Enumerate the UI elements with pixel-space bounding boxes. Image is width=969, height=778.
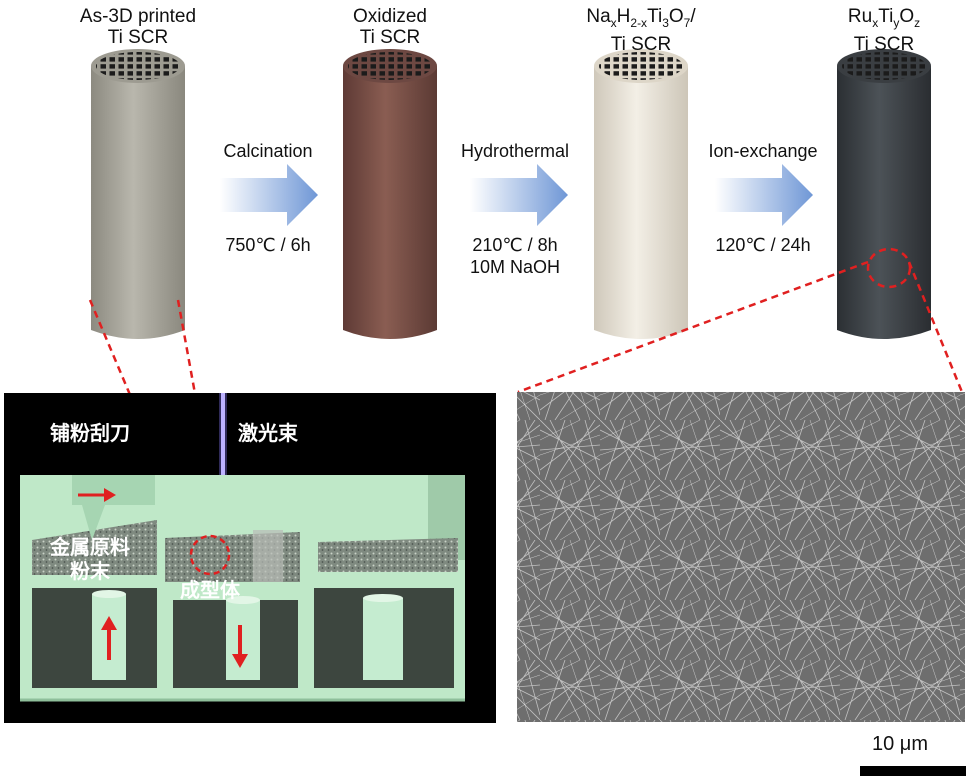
laser-beam <box>221 393 225 533</box>
arrow-ion-exchange <box>715 164 813 226</box>
stage-subtitle: Ti SCR <box>853 33 915 55</box>
zoom-circle-top <box>866 247 912 289</box>
step-condition-hydrothermal-2: 10M NaOH <box>469 257 561 277</box>
stage-title: RuxTiyOz <box>847 6 921 30</box>
stage-label-ru-ti-o: RuxTiyOz Ti SCR <box>794 6 969 55</box>
step-condition-ion-exchange: 120℃ / 24h <box>715 235 811 255</box>
label-powder-2: 粉末 <box>70 559 110 583</box>
stage-label-titanate: NaxH2-xTi3O7/ Ti SCR <box>551 6 731 55</box>
stage-title: NaxH2-xTi3O7/ <box>586 6 696 30</box>
scale-bar <box>860 766 966 776</box>
arrow-hydrothermal <box>470 164 568 226</box>
step-name-ion-exchange: Ion-exchange <box>708 141 818 161</box>
cylinder-oxidized <box>343 49 437 339</box>
label-powder: 金属原料 <box>50 535 130 559</box>
stage-label-oxidized: Oxidized Ti SCR <box>300 6 480 48</box>
label-formed-part: 成型体 <box>180 578 240 602</box>
step-name-hydrothermal: Hydrothermal <box>460 141 570 161</box>
scale-bar-label: 10 μm <box>872 733 928 755</box>
label-laser: 激光束 <box>238 421 298 445</box>
zoom-lines-right <box>517 247 964 394</box>
stage-title: Oxidized <box>353 6 427 27</box>
printer-illustration <box>4 393 496 723</box>
step-name-calcination: Calcination <box>223 141 313 161</box>
stage-label-as-printed: As-3D printed Ti SCR <box>48 6 228 48</box>
step-condition-calcination: 750℃ / 6h <box>225 235 311 255</box>
cylinder-as-printed <box>91 49 185 339</box>
label-scraper: 铺粉刮刀 <box>50 421 130 445</box>
stage-subtitle: Ti SCR <box>610 33 672 55</box>
step-condition-hydrothermal: 210℃ / 8h <box>472 235 558 255</box>
arrow-calcination <box>220 164 318 226</box>
sem-image <box>517 392 965 722</box>
cylinder-ru-ti-o <box>837 49 931 339</box>
stage-subtitle: Ti SCR <box>359 27 421 48</box>
stage-subtitle: Ti SCR <box>107 27 169 48</box>
stage-title: As-3D printed <box>79 6 197 27</box>
cylinder-titanate <box>594 49 688 339</box>
